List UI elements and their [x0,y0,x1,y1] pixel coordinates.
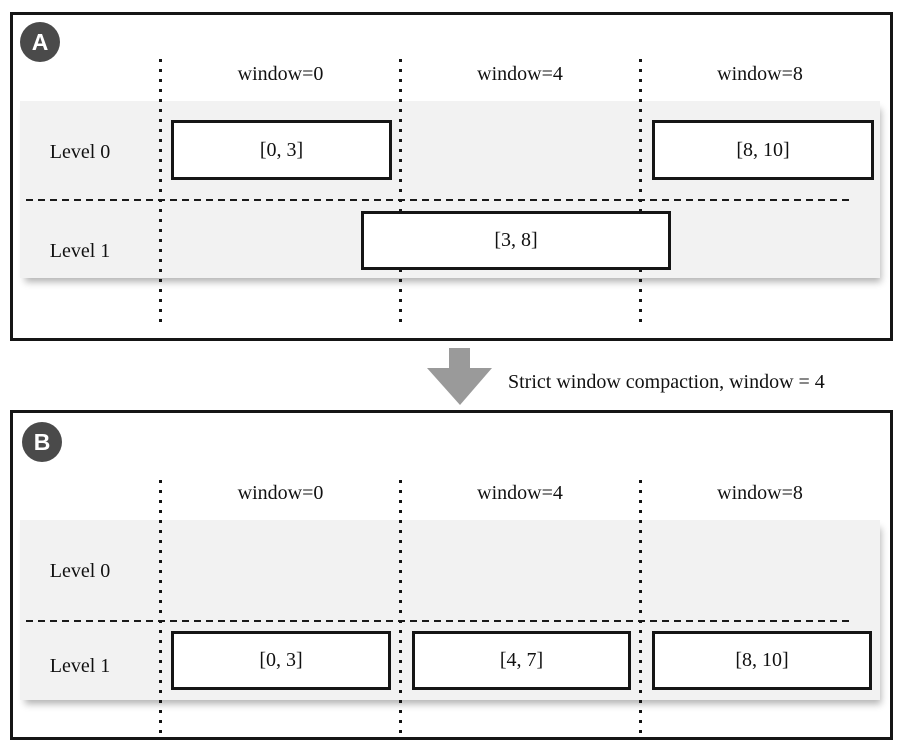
panel-b-badge: B [22,422,62,462]
panel-a-run-box-3-8: [3, 8] [361,211,671,270]
panel-a-window-boundary-dotted-line-0 [159,59,162,327]
panel-b-run-box-4-7: [4, 7] [412,631,631,690]
panel-b-column-header-window-8: window=8 [717,482,803,504]
panel-b-level-divider-dashed-line [26,620,850,622]
panel-a-column-header-window-4: window=4 [477,63,563,85]
panel-a-level-0-label: Level 0 [49,141,111,163]
panel-a-run-box-8-10: [8, 10] [652,120,874,180]
compaction-caption: Strict window compaction, window = 4 [508,371,825,393]
panel-b-window-boundary-dotted-line-0 [159,480,162,735]
down-arrow-icon [427,348,492,405]
panel-b-level-0-label: Level 0 [49,560,111,582]
panel-b-column-header-window-0: window=0 [237,482,324,504]
panel-b-window-boundary-dotted-line-8 [639,480,642,735]
panel-b: B window=0 window=4 window=8 Level 0 Lev… [10,410,893,740]
panel-b-run-box-0-3: [0, 3] [171,631,391,690]
panel-a-column-header-window-0: window=0 [237,63,324,85]
panel-b-window-boundary-dotted-line-4 [399,480,402,735]
panel-a: A window=0 window=4 window=8 Level 0 Lev… [10,12,893,341]
panel-a-badge: A [20,22,60,62]
panel-a-window-boundary-dotted-line-8 [639,59,642,327]
panel-a-column-header-window-8: window=8 [717,63,803,85]
panel-b-run-box-8-10: [8, 10] [652,631,872,690]
panel-b-level-1-label: Level 1 [49,655,111,677]
down-arrow-head [427,368,492,405]
panel-a-level-divider-dashed-line [26,199,850,201]
panel-b-column-header-window-4: window=4 [477,482,563,504]
panel-a-window-boundary-dotted-line-4 [399,59,402,327]
panel-a-level-1-label: Level 1 [49,240,111,262]
panel-a-run-box-0-3: [0, 3] [171,120,392,180]
down-arrow-shaft [449,348,470,369]
